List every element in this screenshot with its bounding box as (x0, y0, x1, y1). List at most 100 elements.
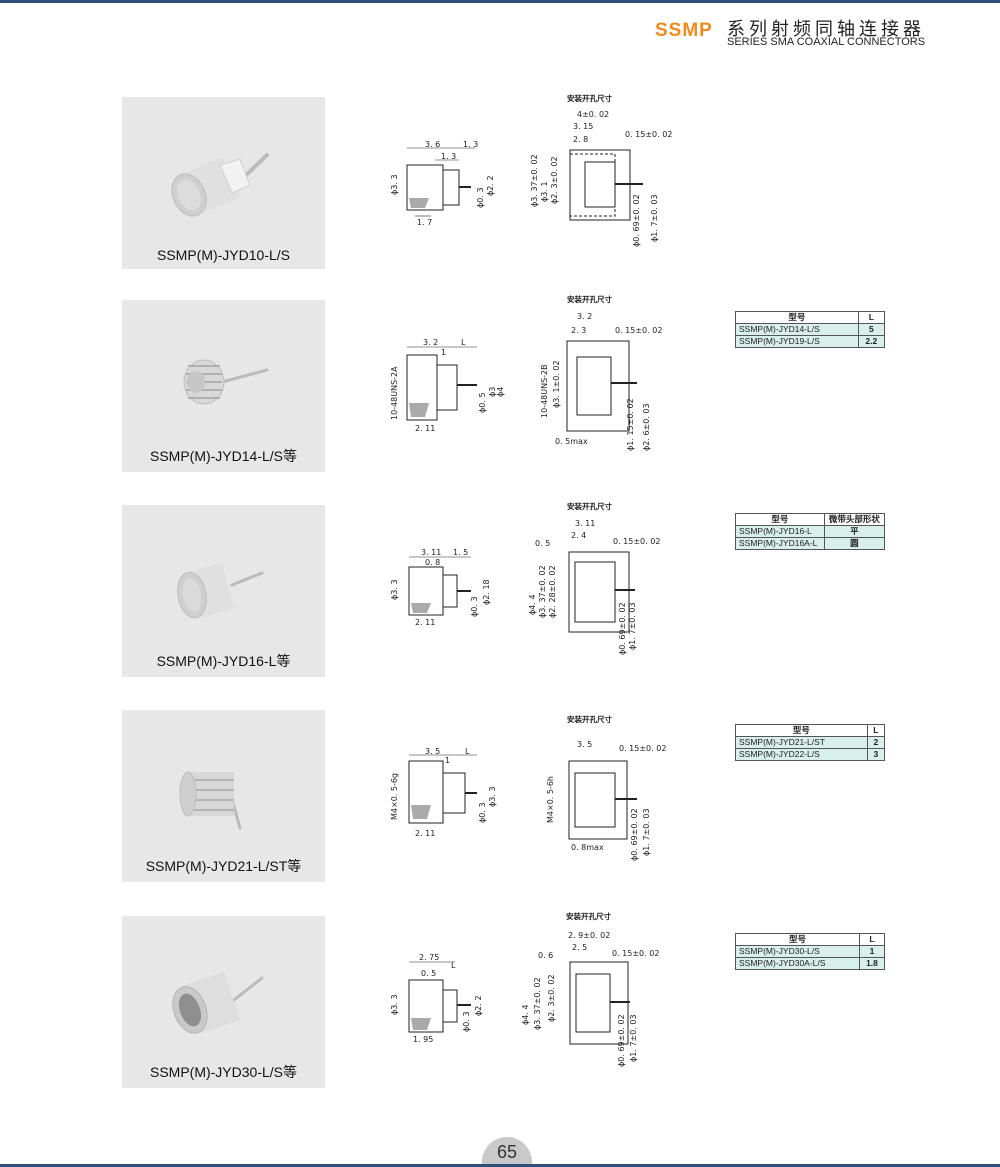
table-header: L (859, 933, 885, 946)
connector-image (179, 771, 242, 830)
table-cell: 圆 (823, 537, 886, 550)
dim-label: 1. 7 (417, 218, 432, 227)
dim-label: ϕ2. 2 (486, 175, 495, 196)
dim-label: ϕ0. 3 (470, 596, 479, 617)
dim-label: 3. 11 (421, 548, 441, 557)
table-header: 型号 (735, 311, 859, 324)
dim-label: ϕ3. 37±0. 02 (530, 154, 539, 207)
dim-label: 2. 4 (571, 531, 586, 540)
mount-hole-drawing: 安装开孔尺寸 3. 11 2. 4 0. 5 0. 15±0. 02 ϕ4. 4… (528, 501, 660, 655)
dim-label: 2. 8 (573, 135, 588, 144)
dim-label: 1 (445, 756, 450, 765)
dim-label: ϕ1. 7±0. 03 (650, 194, 659, 242)
mount-hole-title: 安装开孔尺寸 (567, 501, 612, 511)
dim-label: 1. 95 (413, 1035, 433, 1044)
dim-label: ϕ3. 37±0. 02 (533, 977, 542, 1030)
table-header: 型号 (735, 724, 868, 737)
dim-label: 3. 5 (425, 747, 440, 756)
dim-label: ϕ0. 69±0. 02 (630, 808, 639, 861)
connector-image (171, 153, 269, 217)
table-cell: SSMP(M)-JYD21-L/ST (735, 736, 868, 749)
dim-label: ϕ3. 3 (390, 579, 399, 600)
dim-label: 3. 2 (577, 312, 592, 321)
dim-label: L (461, 338, 466, 347)
product-photo: SSMP(M)-JYD21-L/ST等 (122, 710, 325, 882)
dim-label: ϕ1. 7±0. 03 (628, 602, 637, 650)
dim-label: 0. 5 (421, 969, 436, 978)
dim-label: ϕ2. 18 (482, 579, 491, 605)
dim-label: 2. 11 (415, 829, 435, 838)
table-header: L (866, 724, 886, 737)
series-title-en: SERIES SMA COAXIAL CONNECTORS (727, 36, 926, 48)
dim-label: ϕ0. 69±0. 02 (632, 194, 641, 247)
table-header: 微带头部形状 (823, 513, 886, 526)
dim-label: 2. 11 (415, 424, 435, 433)
table-cell: 2 (866, 736, 886, 749)
top-rule (0, 0, 1000, 3)
product-photo: SSMP(M)-JYD10-L/S (122, 97, 325, 269)
connector-image (172, 972, 264, 1034)
dim-label: ϕ1. 7±0. 03 (642, 808, 651, 856)
dim-label: ϕ3. 3 (390, 994, 399, 1015)
dim-label: ϕ4. 4 (528, 594, 537, 615)
dim-label: 1. 3 (441, 152, 456, 161)
table-cell: 1 (859, 945, 885, 958)
dim-label: 0. 15±0. 02 (625, 130, 672, 139)
table-cell: SSMP(M)-JYD19-L/S (735, 335, 859, 348)
dim-label: ϕ3. 3 (488, 786, 497, 807)
dim-label: ϕ2. 3±0. 02 (547, 974, 556, 1022)
dim-label: L (451, 961, 456, 970)
dim-label: 3. 2 (423, 338, 438, 347)
dim-label: ϕ4. 4 (521, 1004, 530, 1025)
dim-label: 0. 15±0. 02 (613, 537, 660, 546)
dim-label: 0. 8max (571, 843, 604, 852)
dim-label: 2. 75 (419, 953, 439, 962)
dim-label: 1 (441, 348, 446, 357)
mount-hole-title: 安装开孔尺寸 (567, 714, 612, 724)
dim-label: ϕ4 (496, 387, 505, 397)
dim-label: 10-48UNS-2B (540, 364, 549, 418)
connector-image (183, 359, 269, 405)
table-header: 型号 (735, 513, 825, 526)
dim-label: ϕ3. 1±0. 02 (552, 360, 561, 408)
bottom-rule (0, 1164, 1000, 1167)
table-cell: SSMP(M)-JYD30-L/S (735, 945, 860, 958)
dim-label: 3. 6 (425, 140, 440, 149)
dim-label: 0. 15±0. 02 (619, 744, 666, 753)
dim-label: 0. 5 (535, 539, 550, 548)
mount-hole-drawing: 安装开孔尺寸 2. 9±0. 02 2. 5 0. 6 0. 15±0. 02 … (521, 911, 659, 1067)
dim-label: ϕ3. 1 (540, 181, 549, 202)
dim-label: ϕ2. 3±0. 02 (550, 156, 559, 204)
table-cell: SSMP(M)-JYD16A-L (735, 537, 825, 550)
dim-label: 2. 11 (415, 618, 435, 627)
dim-label: 10-48UNS-2A (390, 366, 399, 420)
product-photo: SSMP(M)-JYD16-L等 (122, 505, 325, 677)
product-name: SSMP(M)-JYD10-L/S (156, 247, 291, 263)
table-cell: SSMP(M)-JYD22-L/S (735, 748, 868, 761)
dim-label: 0. 8 (425, 558, 440, 567)
product-photo: SSMP(M)-JYD14-L/S等 (122, 300, 325, 472)
table-cell: 2.2 (857, 335, 886, 348)
side-view-drawing: 2. 75 L 0. 5 ϕ3. 3 ϕ0. 3 ϕ2. 2 1. 95 (390, 953, 483, 1044)
table-header: L (857, 311, 886, 324)
side-view-drawing: 3. 5 L 1 M4×0. 5-6g ϕ0. 3 ϕ3. 3 2. 11 (390, 747, 497, 838)
dim-label: 3. 11 (575, 519, 595, 528)
dim-label: ϕ0. 69±0. 02 (618, 602, 627, 655)
dim-label: 0. 5max (555, 437, 588, 446)
dim-label: ϕ3 (488, 387, 497, 397)
mount-hole-drawing: 安装开孔尺寸 3. 2 2. 3 0. 15±0. 02 10-48UNS-2B… (540, 294, 662, 451)
table-cell: SSMP(M)-JYD14-L/S (735, 323, 859, 336)
dim-label: 0. 15±0. 02 (612, 949, 659, 958)
product-name: SSMP(M)-JYD14-L/S等 (149, 448, 298, 464)
series-title-cn: 系列射频同轴连接器 (727, 19, 925, 40)
dim-label: ϕ1. 15±0. 02 (626, 398, 635, 451)
dim-label: ϕ0. 5 (478, 392, 487, 413)
